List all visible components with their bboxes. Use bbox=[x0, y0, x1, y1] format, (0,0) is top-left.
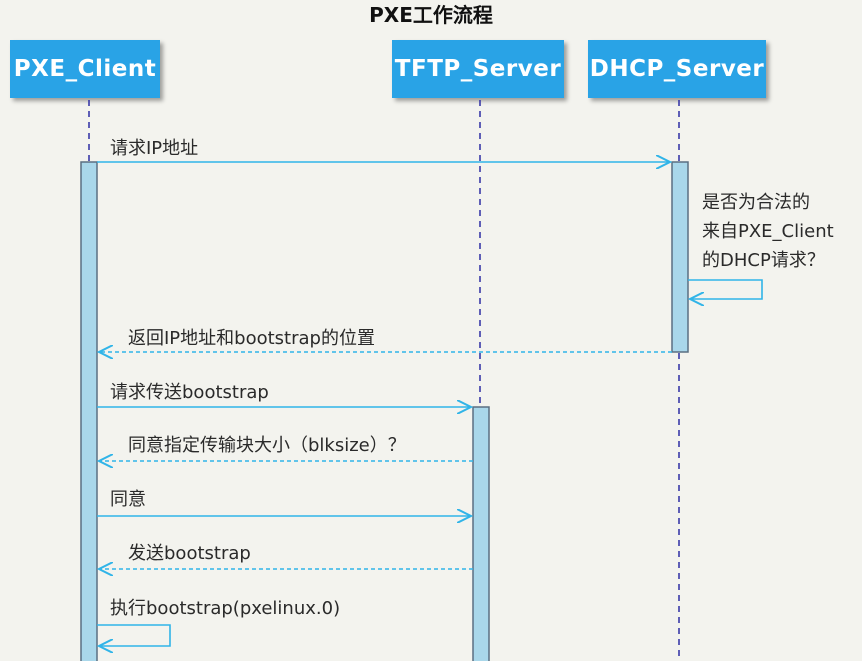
note-line-2: 来自PXE_Client bbox=[702, 221, 834, 242]
message-request-bootstrap: 请求传送bootstrap bbox=[110, 382, 269, 403]
participant-pxe-client: PXE_Client bbox=[10, 40, 160, 98]
participant-tftp-server: TFTP_Server bbox=[392, 40, 564, 98]
note-line-3: 的DHCP请求？ bbox=[702, 250, 825, 271]
message-send-bootstrap: 发送bootstrap bbox=[128, 543, 251, 564]
activation-tftp bbox=[472, 406, 490, 661]
dhcp-self-check-note: 是否为合法的 来自PXE_Client 的DHCP请求？ bbox=[702, 188, 834, 275]
arrow-self-check-dhcp bbox=[688, 279, 763, 299]
activation-dhcp bbox=[671, 161, 689, 353]
diagram-title: PXE工作流程 bbox=[369, 3, 493, 27]
activation-client bbox=[80, 161, 98, 661]
message-request-ip: 请求IP地址 bbox=[110, 138, 199, 159]
message-exec-bootstrap: 执行bootstrap(pxelinux.0) bbox=[110, 598, 341, 619]
note-line-1: 是否为合法的 bbox=[702, 192, 810, 213]
arrow-self-exec bbox=[97, 624, 171, 646]
message-return-ip: 返回IP地址和bootstrap的位置 bbox=[128, 328, 375, 349]
message-agree: 同意 bbox=[110, 489, 146, 510]
participant-dhcp-server: DHCP_Server bbox=[588, 40, 766, 98]
message-blksize-query: 同意指定传输块大小（blksize）？ bbox=[128, 435, 406, 456]
